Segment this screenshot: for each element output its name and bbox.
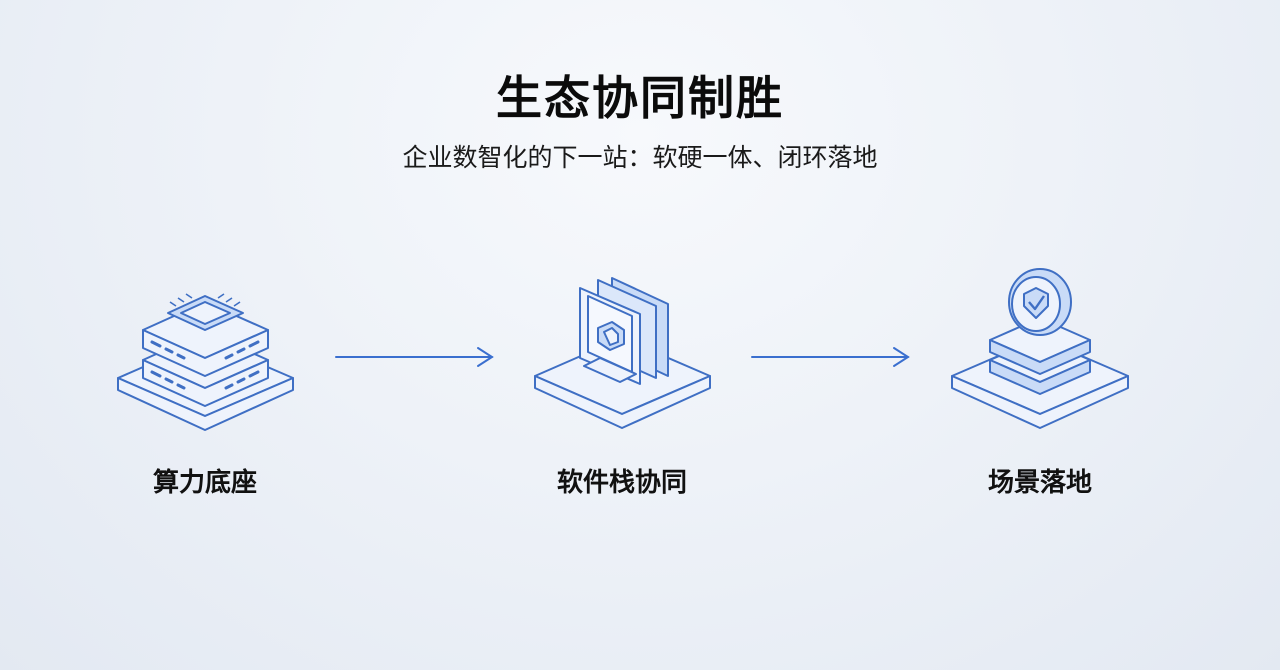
shield-check-stack-icon: [951, 268, 1129, 429]
stage-label-scenario: 场景落地: [987, 468, 1092, 498]
page-subtitle: 企业数智化的下一站：软硬一体、闭环落地: [402, 143, 878, 172]
page-title: 生态协同制胜: [496, 71, 784, 125]
stage-label-compute: 算力底座: [152, 468, 257, 498]
software-monitor-layers-icon: [534, 277, 711, 429]
arrow-right-icon: [751, 347, 910, 367]
stage-label-software: 软件栈协同: [556, 468, 687, 498]
chip-server-stack-icon: [117, 293, 294, 431]
arrow-right-icon: [335, 347, 494, 367]
